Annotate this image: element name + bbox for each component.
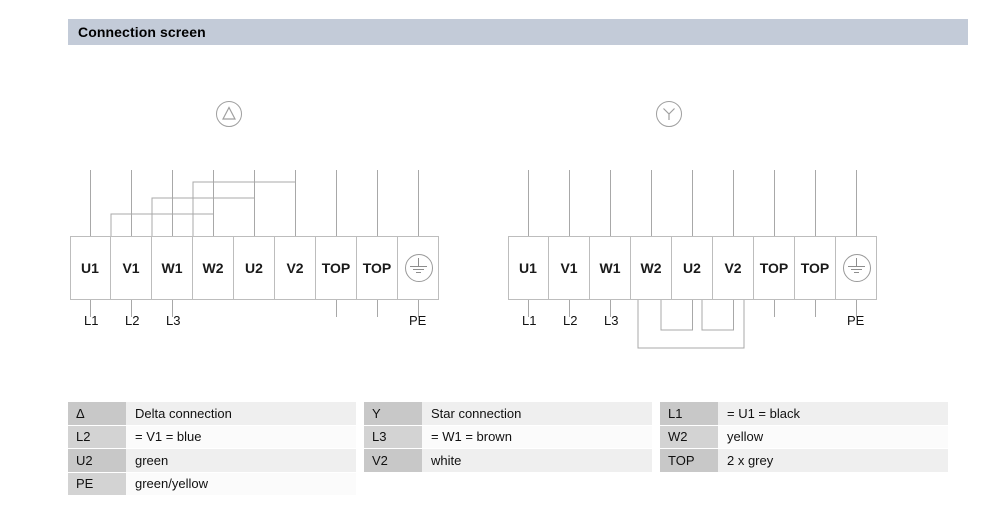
terminal-star-top-1[interactable]: TOP bbox=[754, 236, 795, 300]
legend-value: = W1 = brown bbox=[422, 425, 652, 449]
terminal-label: TOP bbox=[800, 260, 830, 276]
star-pin-label-l3: L3 bbox=[604, 313, 619, 328]
legend-value: 2 x grey bbox=[718, 449, 948, 473]
terminal-label: TOP bbox=[321, 260, 351, 276]
delta-jumper-w1-v2 bbox=[192, 181, 296, 236]
terminal-label: W1 bbox=[161, 260, 183, 276]
page-title-bar: Connection screen bbox=[68, 19, 968, 45]
legend-value: = V1 = blue bbox=[126, 425, 356, 449]
legend-column-2: Y Star connection L3 = W1 = brown V2 whi… bbox=[364, 402, 652, 496]
legend-key: Y bbox=[364, 402, 422, 426]
legend-value: green bbox=[126, 449, 356, 473]
legend-row: U2 green bbox=[68, 449, 356, 473]
terminal-delta-top-2[interactable]: TOP bbox=[357, 236, 398, 300]
star-jumper-outer-w2-v2 bbox=[637, 300, 745, 349]
terminal-star-pe[interactable] bbox=[836, 236, 877, 300]
delta-pin-label-pe: PE bbox=[409, 313, 427, 328]
terminal-delta-v2[interactable]: V2 bbox=[275, 236, 316, 300]
delta-pin-label-l2: L2 bbox=[125, 313, 140, 328]
earth-ground-icon bbox=[842, 254, 871, 282]
terminal-label: U2 bbox=[245, 260, 263, 276]
terminal-label: W2 bbox=[640, 260, 662, 276]
legend-column-1: Δ Delta connection L2 = V1 = blue U2 gre… bbox=[68, 402, 356, 496]
terminal-label: V2 bbox=[286, 260, 304, 276]
legend-column-3: L1 = U1 = black W2 yellow TOP 2 x grey bbox=[660, 402, 948, 496]
delta-pin-label-l1: L1 bbox=[84, 313, 99, 328]
legend-row: L1 = U1 = black bbox=[660, 402, 948, 426]
legend-row: L3 = W1 = brown bbox=[364, 425, 652, 449]
terminal-star-top-2[interactable]: TOP bbox=[795, 236, 836, 300]
terminal-label: U1 bbox=[81, 260, 99, 276]
star-pin-label-l2: L2 bbox=[563, 313, 578, 328]
terminal-label: U1 bbox=[519, 260, 537, 276]
star-pin-label-pe: PE bbox=[847, 313, 865, 328]
star-wye-icon bbox=[656, 101, 682, 127]
legend-key: L1 bbox=[660, 402, 718, 426]
star-jumper-inner-w2-u2 bbox=[660, 300, 694, 331]
legend-key: PE bbox=[68, 472, 126, 496]
terminal-label: V1 bbox=[560, 260, 578, 276]
delta-top-leads bbox=[89, 170, 420, 236]
legend-key: L3 bbox=[364, 425, 422, 449]
delta-jumper-u1-w2 bbox=[110, 213, 214, 236]
legend-row: L2 = V1 = blue bbox=[68, 425, 356, 449]
legend-table: Δ Delta connection L2 = V1 = blue U2 gre… bbox=[68, 402, 948, 496]
terminal-label: W2 bbox=[202, 260, 224, 276]
legend-key: L2 bbox=[68, 425, 126, 449]
legend-value: Star connection bbox=[422, 402, 652, 426]
legend-key: TOP bbox=[660, 449, 718, 473]
star-top-leads bbox=[527, 170, 858, 236]
terminal-delta-w1[interactable]: W1 bbox=[152, 236, 193, 300]
page-title: Connection screen bbox=[78, 24, 206, 40]
terminal-star-w1[interactable]: W1 bbox=[590, 236, 631, 300]
legend-value: Delta connection bbox=[126, 402, 356, 426]
delta-bottom-leads bbox=[89, 300, 420, 317]
delta-terminal-block: U1 V1 W1 W2 U2 V2 TOP TOP bbox=[70, 236, 439, 300]
legend-key: Δ bbox=[68, 402, 126, 426]
star-terminal-frame bbox=[508, 236, 877, 300]
star-pin-label-l1: L1 bbox=[522, 313, 537, 328]
terminal-star-u1[interactable]: U1 bbox=[508, 236, 549, 300]
terminal-star-u2[interactable]: U2 bbox=[672, 236, 713, 300]
legend-key: W2 bbox=[660, 425, 718, 449]
legend-row: TOP 2 x grey bbox=[660, 449, 948, 473]
legend-value: green/yellow bbox=[126, 472, 356, 496]
terminal-star-v1[interactable]: V1 bbox=[549, 236, 590, 300]
terminal-star-v2[interactable]: V2 bbox=[713, 236, 754, 300]
terminal-delta-u1[interactable]: U1 bbox=[70, 236, 111, 300]
legend-value: yellow bbox=[718, 425, 948, 449]
terminal-delta-v1[interactable]: V1 bbox=[111, 236, 152, 300]
delta-terminal-frame bbox=[70, 236, 439, 300]
terminal-delta-w2[interactable]: W2 bbox=[193, 236, 234, 300]
legend-row: V2 white bbox=[364, 449, 652, 473]
delta-pin-label-l3: L3 bbox=[166, 313, 181, 328]
legend-row: PE green/yellow bbox=[68, 472, 356, 496]
legend-value: white bbox=[422, 449, 652, 473]
delta-jumper-v1-u2 bbox=[151, 197, 255, 236]
delta-triangle-icon bbox=[216, 101, 242, 127]
legend-value: = U1 = black bbox=[718, 402, 948, 426]
legend-key: V2 bbox=[364, 449, 422, 473]
terminal-star-w2[interactable]: W2 bbox=[631, 236, 672, 300]
terminal-label: W1 bbox=[599, 260, 621, 276]
legend-row: Δ Delta connection bbox=[68, 402, 356, 426]
star-terminal-block: U1 V1 W1 W2 U2 V2 TOP TOP bbox=[508, 236, 877, 300]
terminal-delta-top-1[interactable]: TOP bbox=[316, 236, 357, 300]
terminal-label: TOP bbox=[362, 260, 392, 276]
star-bottom-leads bbox=[527, 300, 858, 317]
legend-row: W2 yellow bbox=[660, 425, 948, 449]
terminal-label: U2 bbox=[683, 260, 701, 276]
legend-row: Y Star connection bbox=[364, 402, 652, 426]
terminal-label: V2 bbox=[724, 260, 742, 276]
legend-key: U2 bbox=[68, 449, 126, 473]
terminal-label: V1 bbox=[122, 260, 140, 276]
terminal-delta-pe[interactable] bbox=[398, 236, 439, 300]
terminal-label: TOP bbox=[759, 260, 789, 276]
earth-ground-icon bbox=[404, 254, 433, 282]
star-jumper-inner-u2-v2 bbox=[701, 300, 735, 331]
terminal-delta-u2[interactable]: U2 bbox=[234, 236, 275, 300]
